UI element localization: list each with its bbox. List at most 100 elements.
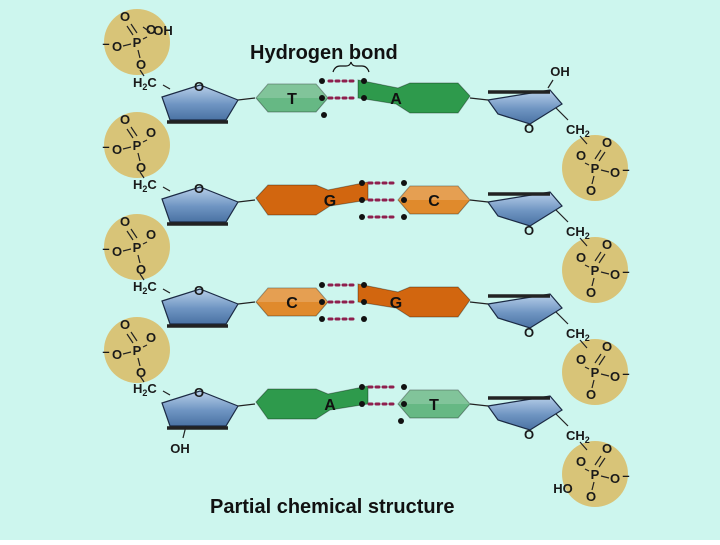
single-bond xyxy=(591,277,595,287)
double-bond xyxy=(594,251,602,262)
deoxyribose-sugar xyxy=(486,191,563,227)
single-bond xyxy=(579,339,588,349)
base-c-ring-highlight xyxy=(256,288,328,302)
double-bond xyxy=(598,253,606,264)
deoxyribose-sugar xyxy=(161,288,239,328)
single-bond xyxy=(142,344,148,348)
ring-oxygen: O xyxy=(524,223,534,238)
single-bond xyxy=(584,264,590,268)
methylene-group: CH2 xyxy=(566,224,590,241)
single-bond xyxy=(584,468,590,472)
oxygen-atom: O xyxy=(602,237,612,252)
hydroxyl-group: OH xyxy=(170,441,190,456)
atom-dot xyxy=(359,180,365,186)
single-bond xyxy=(122,248,132,252)
oxygen-atom: O xyxy=(120,317,130,332)
deoxyribose-sugar xyxy=(486,395,563,431)
oxygen-atom: O xyxy=(586,387,596,402)
negative-charge: – xyxy=(102,344,109,359)
single-bond xyxy=(555,107,569,121)
oxygen-atom: O xyxy=(586,489,596,504)
methylene-group: CH2 xyxy=(566,122,590,139)
single-bond xyxy=(584,162,590,166)
single-bond xyxy=(555,413,569,427)
glycosidic-bond xyxy=(237,97,256,101)
base-letter-right: G xyxy=(390,295,402,312)
base-c-ring-highlight xyxy=(398,186,470,200)
sugar-ring xyxy=(161,186,239,223)
atom-dot xyxy=(401,197,407,203)
atom-dot xyxy=(319,282,325,288)
single-bond xyxy=(600,475,610,479)
oxygen-atom: O xyxy=(602,339,612,354)
single-bond xyxy=(579,237,588,247)
oxygen-atom: O xyxy=(610,471,620,486)
atom-dot xyxy=(359,401,365,407)
single-bond xyxy=(122,146,132,150)
negative-charge: – xyxy=(622,162,629,177)
glycosidic-bond xyxy=(237,301,256,305)
single-bond xyxy=(555,311,569,325)
single-bond xyxy=(137,254,141,264)
base-letter-right: C xyxy=(428,193,440,210)
methylene-group: H2C xyxy=(133,279,157,296)
base-t-ring xyxy=(397,389,471,419)
hydroxyl-group: OH xyxy=(153,23,173,38)
single-bond xyxy=(162,84,171,90)
phosphate-circle xyxy=(104,317,170,383)
single-bond xyxy=(591,175,595,185)
methylene-group: CH2 xyxy=(566,326,590,343)
double-bond xyxy=(130,23,138,34)
single-bond xyxy=(162,390,171,396)
oxygen-atom: O xyxy=(610,165,620,180)
sugar-ring xyxy=(161,288,239,325)
single-bond xyxy=(162,186,171,192)
glycosidic-bond xyxy=(469,403,489,407)
atom-dot xyxy=(401,384,407,390)
phosphorus-atom: P xyxy=(133,138,142,153)
phosphate-circle xyxy=(104,9,170,75)
atom-dot xyxy=(361,299,367,305)
double-bond xyxy=(126,25,134,36)
single-bond xyxy=(139,273,145,281)
double-bond xyxy=(594,149,602,160)
double-bond xyxy=(126,333,134,344)
single-bond xyxy=(547,79,554,89)
oxygen-atom: O xyxy=(146,227,156,242)
hydrogen-bond-label: Hydrogen bond xyxy=(250,42,398,64)
atom-dot xyxy=(359,384,365,390)
single-bond xyxy=(142,26,151,33)
base-letter-left: G xyxy=(324,193,336,210)
base-letter-right: A xyxy=(390,91,402,108)
oxygen-atom: O xyxy=(112,347,122,362)
sugar-ring xyxy=(486,191,563,227)
atom-dot xyxy=(361,316,367,322)
ring-oxygen: O xyxy=(194,283,204,298)
single-bond xyxy=(142,139,148,143)
glycosidic-bond xyxy=(469,199,489,203)
single-bond xyxy=(600,373,610,377)
phosphate-circle xyxy=(562,237,628,303)
single-bond xyxy=(137,49,141,59)
oxygen-atom: O xyxy=(112,244,122,259)
single-bond xyxy=(142,36,148,40)
single-bond xyxy=(142,241,148,245)
negative-charge: – xyxy=(622,468,629,483)
oxygen-atom: O xyxy=(146,125,156,140)
sugar-ring xyxy=(161,390,239,427)
oxygen-atom: O xyxy=(112,39,122,54)
negative-charge: – xyxy=(102,36,109,51)
oxygen-atom: O xyxy=(120,214,130,229)
oxygen-atom: O xyxy=(576,148,586,163)
base-a-ring xyxy=(255,385,369,420)
single-bond xyxy=(579,441,588,451)
single-bond xyxy=(591,481,595,491)
partial-structure-caption: Partial chemical structure xyxy=(210,496,455,518)
single-bond xyxy=(182,425,187,439)
